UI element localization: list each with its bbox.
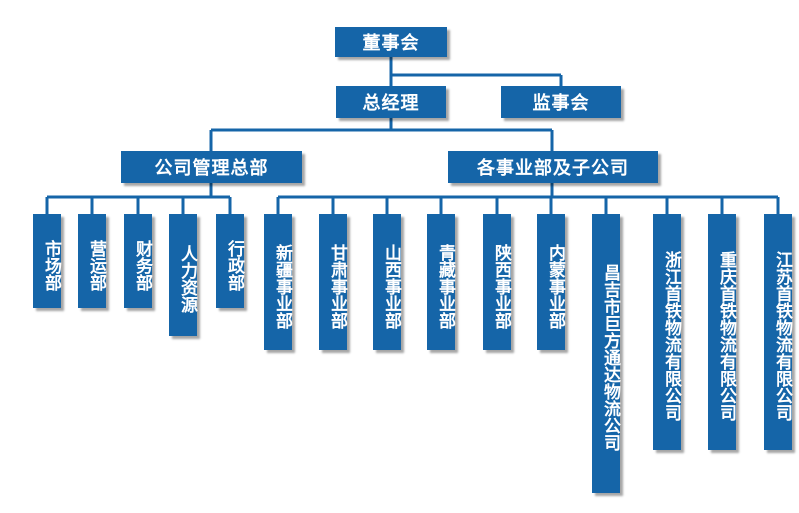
general-manager-box: 总经理 [336,86,446,118]
neimeng-division-box: 内蒙事业部 [537,214,565,350]
finance-dept-box: 财务部 [124,214,152,308]
hr-dept-box: 人力资源 [169,214,197,336]
zhejiang-logistics-box: 浙江首铁物流有限公司 [653,214,681,450]
jiangsu-logistics-box: 江苏首铁物流有限公司 [764,214,792,450]
chongqing-logistics-box: 重庆首铁物流有限公司 [708,214,736,450]
management-hq-box: 公司管理总部 [121,151,302,183]
changji-logistics-box: 昌吉市巨方通达物流公司 [592,214,620,493]
gansu-division-box: 甘肃事业部 [319,214,347,350]
divisions-box: 各事业部及子公司 [448,151,658,183]
market-dept-box: 市场部 [33,214,61,308]
supervisory-board-box: 监事会 [501,86,621,118]
operations-dept-box: 营运部 [78,214,106,308]
xinjiang-division-box: 新疆事业部 [264,214,292,350]
board-box: 董事会 [335,27,447,57]
admin-dept-box: 行政部 [216,214,244,308]
shaanxi-division-box: 陕西事业部 [483,214,511,350]
shanxi-division-box: 山西事业部 [373,214,401,350]
qingzang-division-box: 青藏事业部 [427,214,455,350]
